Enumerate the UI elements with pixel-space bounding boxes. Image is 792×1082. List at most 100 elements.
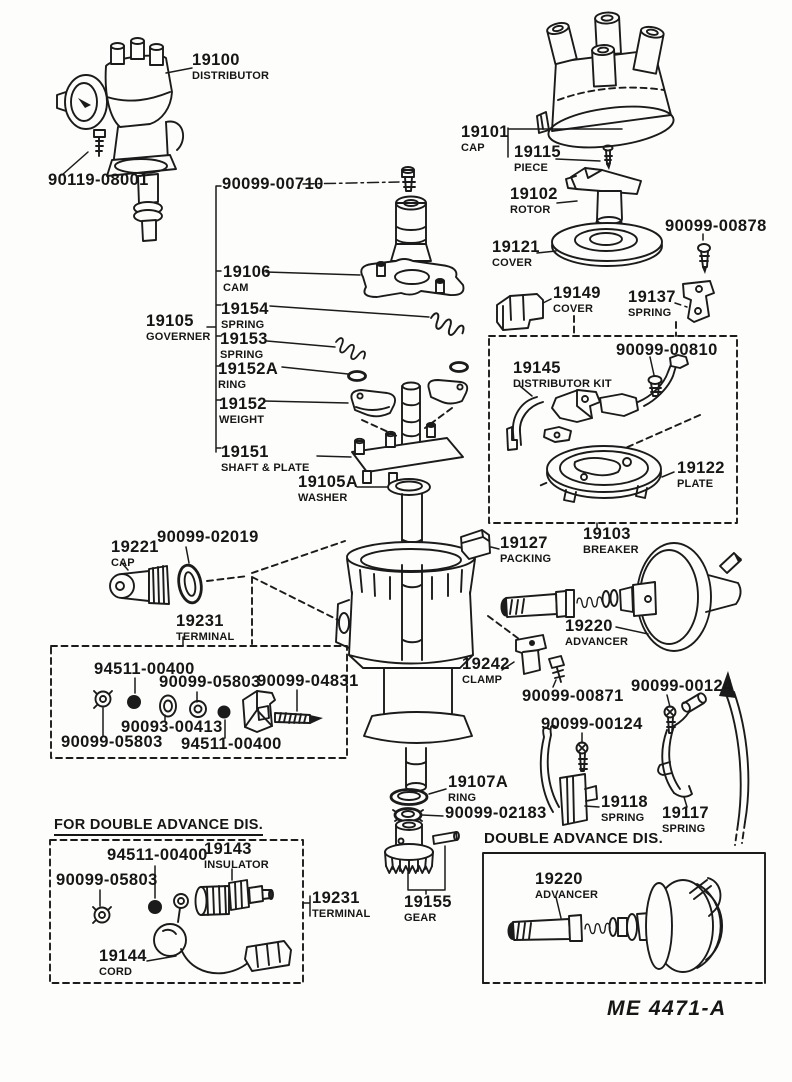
part-number: 19122 [677, 459, 725, 477]
part-desc: DISTRIBUTOR KIT [513, 377, 612, 390]
cam-art [360, 166, 465, 298]
part-number: 19121 [492, 238, 540, 256]
part-desc: PACKING [500, 552, 552, 565]
label-90119-08001: 90119-08001 [48, 172, 149, 189]
part-desc: SPRING [628, 306, 672, 319]
part-number: 19155 [404, 893, 452, 911]
label-90099-02019: 90099-02019 [157, 529, 259, 546]
part-desc: CLAMP [462, 673, 503, 686]
part-number: 19103 [583, 525, 631, 543]
part-desc: ADVANCER [535, 888, 599, 901]
part-desc: CORD [99, 965, 133, 978]
drawing-code: ME 4471-A [607, 997, 727, 1020]
part-number: 19105 [146, 312, 194, 330]
part-desc: DISTRIBUTOR [192, 69, 270, 82]
screw-00871-art [548, 655, 565, 683]
part-number: 19117 [662, 804, 709, 822]
packing-art [460, 529, 491, 560]
part-number: 19105A [298, 473, 359, 491]
part-number: 90099-00810 [616, 341, 718, 359]
part-desc: RING [448, 791, 477, 804]
part-number: 19143 [204, 840, 252, 858]
part-number: 90099-04831 [257, 672, 359, 690]
label-90099-00124-b: 90099-00124 [631, 678, 733, 695]
spring-19137-art [682, 280, 715, 323]
part-number: 90099-00871 [522, 687, 624, 705]
part-desc: TERMINAL [176, 630, 235, 643]
label-90099-05803-c: 90099-05803 [56, 872, 158, 889]
heading-for-double-advance: FOR DOUBLE ADVANCE DIS. [54, 817, 264, 836]
spring-19117-art [657, 692, 707, 798]
screw-00878-art [697, 243, 711, 274]
part-number: 90099-00124 [541, 715, 643, 733]
part-number: 19152A [218, 360, 279, 378]
part-number: 19221 [111, 538, 159, 556]
label-90099-04831: 90099-04831 [257, 673, 359, 690]
breaker-plate-art [546, 445, 662, 503]
part-number: 19151 [221, 443, 269, 461]
label-90099-02183: 90099-02183 [445, 805, 547, 822]
part-number: 19144 [99, 947, 147, 965]
cap-art [536, 11, 675, 149]
part-desc: PIECE [514, 161, 549, 174]
part-number: 90093-00413 [121, 718, 223, 736]
terminal-cap-art [109, 565, 170, 605]
part-number: 19127 [500, 534, 548, 552]
part-desc: CAP [111, 556, 135, 569]
grommet-02019-art [177, 563, 203, 605]
part-desc: CAP [461, 141, 485, 154]
part-number: 90099-02183 [445, 804, 547, 822]
part-number: 90099-00124 [631, 677, 733, 695]
label-94511-00400-b: 94511-00400 [181, 736, 282, 753]
part-number: 19231 [176, 612, 224, 630]
part-number: 19107A [448, 773, 509, 791]
label-90099-05803-b: 90099-05803 [61, 734, 163, 751]
heading-double-advance: DOUBLE ADVANCE DIS. [484, 830, 664, 847]
breaker-box-art [488, 280, 738, 524]
piece-art [602, 144, 614, 170]
part-number: 19242 [462, 655, 510, 673]
part-number: 19220 [535, 870, 583, 888]
spring-19118-art [539, 724, 598, 826]
advancer-box-art [507, 877, 724, 973]
part-desc: INSULATOR [204, 858, 269, 871]
part-desc: WEIGHT [219, 413, 265, 426]
housing-art [335, 493, 476, 792]
label-90099-00710: 90099-00710 [222, 176, 324, 193]
label-90099-00878: 90099-00878 [665, 218, 767, 235]
part-number: 19153 [220, 330, 268, 348]
part-number: 19149 [553, 284, 601, 302]
for-double-box-art [49, 839, 304, 984]
label-90099-05803-a: 90099-05803 [159, 674, 261, 691]
part-number: 19100 [192, 51, 240, 69]
part-number: 94511-00400 [181, 735, 282, 753]
assembly-dash-links [206, 540, 346, 645]
part-desc: COVER [492, 256, 533, 269]
part-desc: SPRING [220, 348, 264, 361]
part-number: 19220 [565, 617, 613, 635]
part-number: 90099-05803 [56, 871, 158, 889]
part-desc: CAM [223, 281, 249, 294]
part-desc: GOVERNER [146, 330, 211, 343]
